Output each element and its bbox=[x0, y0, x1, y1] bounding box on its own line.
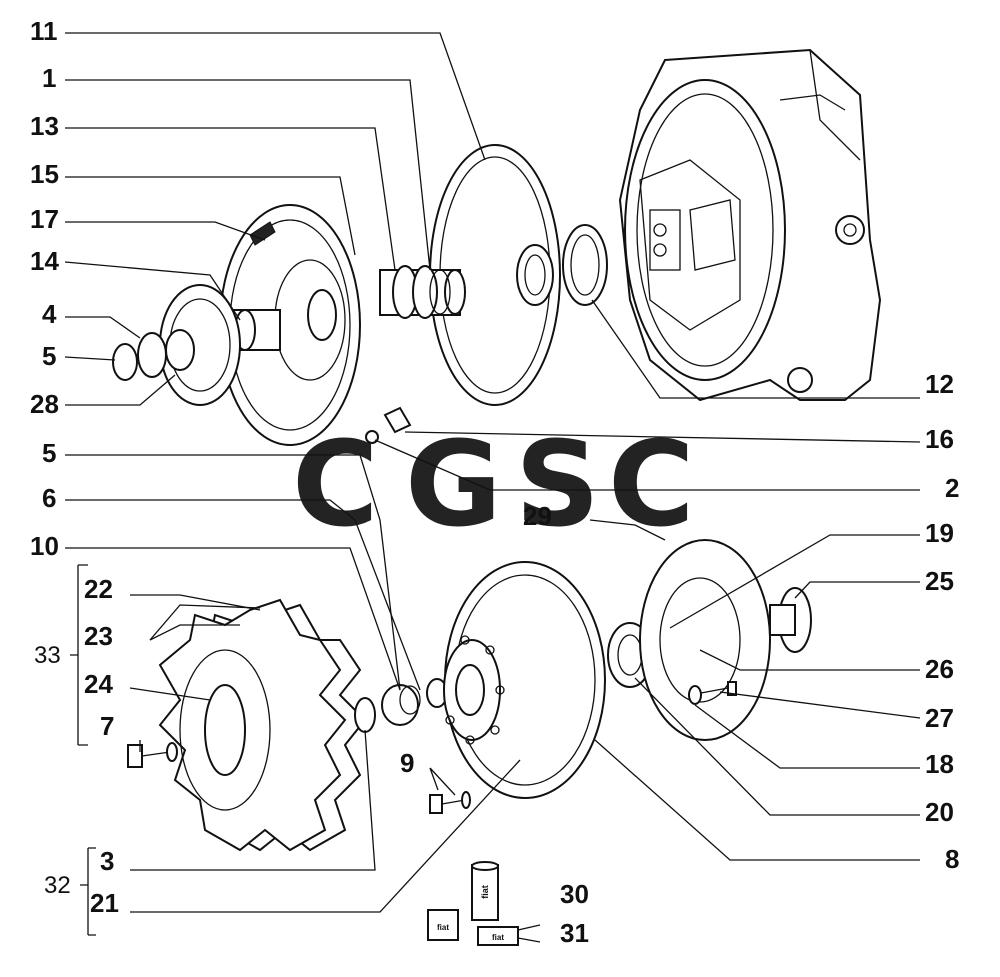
turbine-wheel-17 bbox=[219, 204, 361, 446]
label-24: 24 bbox=[84, 669, 113, 699]
label-19: 19 bbox=[925, 518, 954, 548]
callout-labels: 11 1 13 15 17 14 4 5 28 5 6 10 22 23 33 … bbox=[30, 16, 959, 948]
watermark-letter-1: C bbox=[292, 415, 379, 553]
plate-29 bbox=[639, 539, 771, 741]
label-18: 18 bbox=[925, 749, 954, 779]
label-32: 32 bbox=[44, 872, 71, 899]
label-14: 14 bbox=[30, 246, 59, 276]
label-6: 6 bbox=[42, 483, 56, 513]
label-17: 17 bbox=[30, 204, 59, 234]
bushing-10 bbox=[381, 684, 421, 726]
box-right-text: fiat bbox=[492, 933, 504, 942]
snap-rings-4-5 bbox=[112, 332, 167, 381]
label-30: 30 bbox=[560, 879, 589, 909]
label-20: 20 bbox=[925, 797, 954, 827]
label-15: 15 bbox=[30, 159, 59, 189]
watermark-letter-3: S bbox=[515, 415, 600, 553]
seal-ring-12 bbox=[562, 224, 608, 306]
label-10: 10 bbox=[30, 531, 59, 561]
watermark-letter-4: C bbox=[608, 415, 695, 553]
watermark: C G S C bbox=[292, 415, 695, 553]
label-4: 4 bbox=[42, 299, 57, 329]
label-5-mid: 5 bbox=[42, 438, 56, 468]
bell-housing bbox=[618, 48, 882, 402]
bolt-9 bbox=[429, 791, 471, 814]
flange-25 bbox=[769, 587, 812, 653]
label-5-top: 5 bbox=[42, 341, 56, 371]
label-13: 13 bbox=[30, 111, 59, 141]
label-11: 11 bbox=[30, 16, 58, 46]
label-12: 12 bbox=[925, 369, 954, 399]
label-31: 31 bbox=[560, 918, 589, 948]
flex-plates-22-23-24 bbox=[158, 598, 367, 852]
label-23: 23 bbox=[84, 621, 113, 651]
leader-lines bbox=[64, 32, 921, 936]
bolt-7 bbox=[127, 742, 178, 768]
label-9: 9 bbox=[400, 748, 414, 778]
label-3: 3 bbox=[100, 846, 114, 876]
label-28: 28 bbox=[30, 389, 59, 419]
label-1: 1 bbox=[42, 63, 56, 93]
stator-28 bbox=[159, 284, 241, 406]
can-text: fiat bbox=[480, 885, 490, 899]
label-33: 33 bbox=[34, 642, 61, 669]
label-21: 21 bbox=[90, 888, 119, 918]
lubricant-products: fiat fiat fiat bbox=[427, 861, 541, 946]
bolt-27 bbox=[688, 681, 737, 705]
box-left-text: fiat bbox=[437, 923, 449, 932]
label-16: 16 bbox=[925, 424, 954, 454]
ring-3 bbox=[354, 697, 376, 733]
splined-shaft-13 bbox=[379, 265, 466, 319]
label-8: 8 bbox=[945, 844, 959, 874]
watermark-letter-2: G bbox=[405, 415, 502, 553]
label-2: 2 bbox=[945, 473, 959, 503]
label-26: 26 bbox=[925, 654, 954, 684]
pump-wheel-8 bbox=[443, 561, 606, 799]
label-25: 25 bbox=[925, 566, 954, 596]
label-22: 22 bbox=[84, 574, 113, 604]
label-27: 27 bbox=[925, 703, 954, 733]
label-29: 29 bbox=[523, 501, 552, 531]
label-7: 7 bbox=[100, 711, 114, 741]
